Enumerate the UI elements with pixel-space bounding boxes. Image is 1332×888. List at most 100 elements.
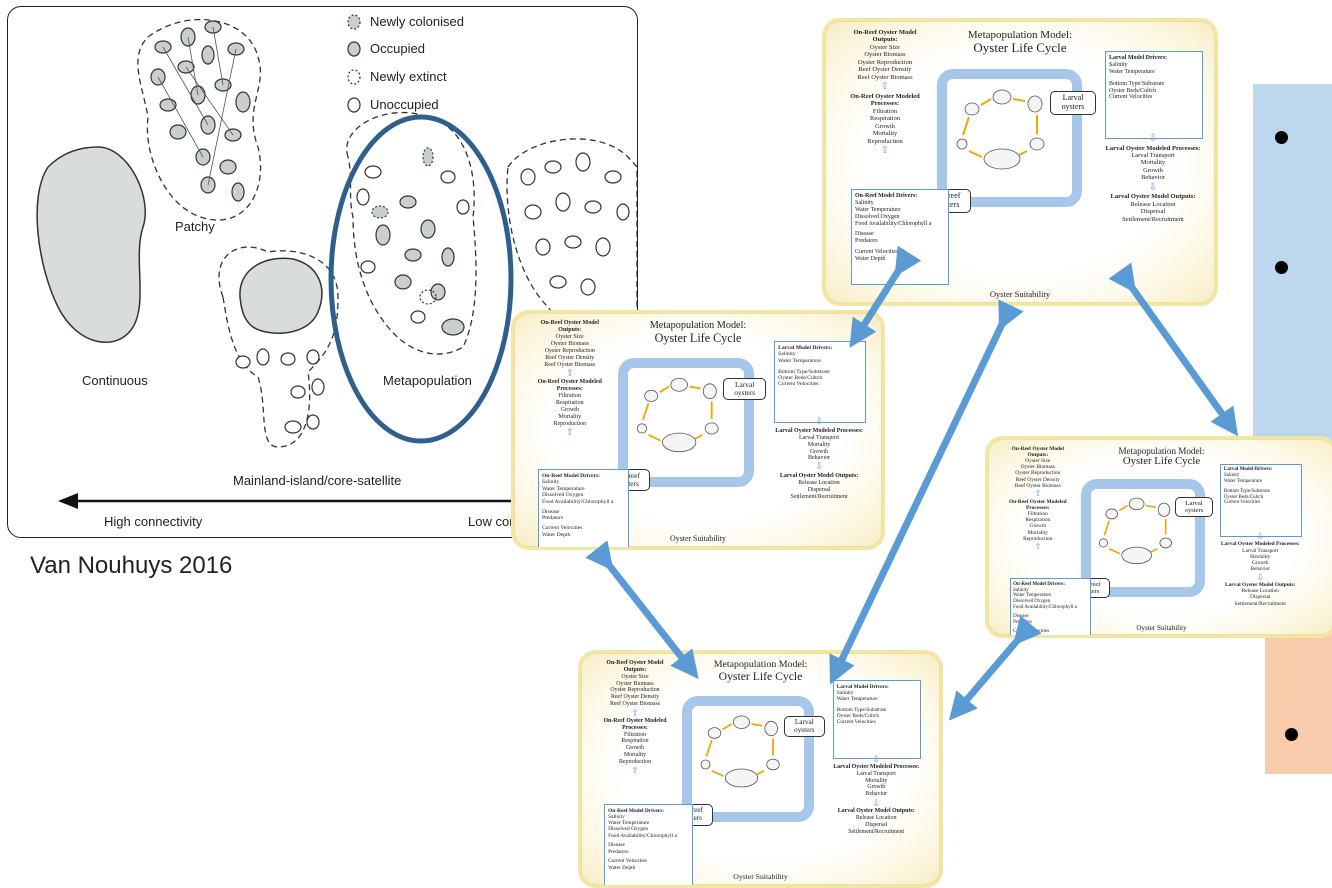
card-title: Metapopulation Model: Oyster Life Cycle <box>988 446 1332 468</box>
down-arrow-icon: ⇩ <box>815 462 823 473</box>
larval-output-item: Settlement/Recruitment <box>1122 215 1184 223</box>
larval-output-item: Dispersal <box>865 821 888 828</box>
metapopulation-empty <box>356 165 470 324</box>
up-arrow-icon: ⇧ <box>880 145 890 157</box>
larval-driver-item: Water Temperature <box>1109 68 1155 75</box>
larval-outputs-heading: Larval Oyster Model Outputs: <box>837 808 915 815</box>
larval-driver-item: Current Velocities <box>778 381 819 388</box>
life-cycle-ring <box>937 69 1082 207</box>
oyster-suitability-label: Oyster Suitability <box>1136 623 1187 632</box>
arrow-top-right <box>1108 262 1239 437</box>
larval-driver-item: Water Temperature <box>1223 478 1263 484</box>
larval-process-item: Behavior <box>865 791 887 798</box>
reef-output-item: Oyster Size <box>1025 458 1051 465</box>
larval-processes: ⇩ Larval Oyster Modeled Processes: Larva… <box>833 754 919 836</box>
reef-process-item: Filtration <box>558 393 581 400</box>
reef-output-item: Oyster Reproduction <box>857 58 913 66</box>
larval-driver-item: Water Temperature <box>778 357 821 364</box>
reef-process-item: Growth <box>560 406 579 413</box>
reef-driver-item: Dissolved Oxygen <box>1013 599 1051 605</box>
larval-process-item: Larval Transport <box>1131 151 1175 159</box>
larval-driver-item: Oyster Beds/Cultch <box>1109 87 1157 94</box>
arrow-right-bottom <box>948 615 1042 721</box>
citation: Van Nouhuys 2016 <box>30 552 233 579</box>
reef-driver-item: Predators <box>855 238 878 245</box>
reef-output-item: Oyster Reproduction <box>1015 470 1061 477</box>
larval-processes-heading: Larval Oyster Modeled Processes: <box>833 764 920 771</box>
larval-output-item: Release Location <box>1130 200 1176 208</box>
card-title-line2: Oyster Life Cycle <box>1122 454 1201 467</box>
larval-processes-heading: Larval Oyster Modeled Processes: <box>1105 144 1201 152</box>
metapopulation-extinct <box>419 289 437 305</box>
unoccupied-boundary <box>506 138 637 339</box>
larval-process-item: Behavior <box>1141 174 1165 182</box>
reef-output-item: Oyster Reproduction <box>610 687 660 694</box>
larval-process-item: Growth <box>1143 166 1163 174</box>
larval-processes: ⇩ Larval Oyster Modeled Processes: Larva… <box>1220 532 1300 607</box>
down-arrow-icon: ⇩ <box>872 753 880 764</box>
larval-process-item: Mortality <box>807 441 831 448</box>
card-title: Metapopulation Model: Oyster Life Cycle <box>581 659 940 684</box>
continuous-patch <box>36 146 146 343</box>
reef-driver-item: Disease <box>608 842 625 849</box>
larval-drivers-heading: Larval Model Drivers: <box>1223 467 1273 473</box>
bullet-dot <box>1285 728 1298 741</box>
larval-driver-item: Current Velocities <box>1109 94 1153 101</box>
reef-driver-item: Food Availability/Chlorophyll a <box>1013 604 1077 610</box>
life-cycle-drawing <box>1098 497 1172 564</box>
reef-driver-item: Salinity <box>855 199 874 206</box>
reef-process-item: Respiration <box>555 400 584 407</box>
larval-output-item: Release Location <box>1241 588 1279 595</box>
reef-output-item: Reef Oyster Density <box>545 354 595 361</box>
larval-driver-item: Salinity <box>778 351 796 358</box>
larval-output-item: Settlement/Recruitment <box>848 828 905 835</box>
reef-process-item: Respiration <box>870 115 900 123</box>
legend-occupied: Occupied <box>370 41 425 56</box>
card-title: Metapopulation Model: Oyster Life Cycle <box>825 29 1215 55</box>
card-title-line1: Metapopulation Model: <box>1118 445 1205 456</box>
reef-driver-item: Water Temperature <box>855 206 901 213</box>
reef-output-item: Reef Oyster Biomass <box>609 700 661 707</box>
larval-process-item: Growth <box>867 784 886 791</box>
reef-driver-item: Food Availability/Chlorophyll a <box>541 498 614 505</box>
reef-outputs: On-Reef Oyster Model Outputs: Oyster Siz… <box>845 29 925 157</box>
oyster-suitability-label: Oyster Suitability <box>989 289 1051 299</box>
larval-driver-item: Current Velocities <box>836 719 876 726</box>
legend-newly-extinct: Newly extinct <box>370 69 447 84</box>
larval-driver-item: Salinity <box>1223 473 1240 479</box>
up-arrow-icon: ⇧ <box>1034 542 1042 551</box>
larval-driver-item: Bottom Type/Substrate <box>836 706 887 713</box>
up-arrow-icon: ⇧ <box>631 707 639 718</box>
reef-process-item: Growth <box>875 122 895 130</box>
reef-driver-item: Predators <box>541 515 564 522</box>
patchy-patches <box>150 20 251 202</box>
label-high-connectivity: High connectivity <box>104 514 203 529</box>
reef-output-item: Oyster Size <box>869 43 901 51</box>
larval-driver-item: Bottom Type/Substrate <box>778 368 830 375</box>
down-arrow-icon: ⇩ <box>1256 572 1264 582</box>
reef-driver-item: Food Availability/Chlorophyll a <box>608 832 677 839</box>
reef-drivers-heading: On-Reef Model Drivers: <box>855 193 918 199</box>
label-continuous: Continuous <box>82 373 148 388</box>
larval-oysters-label: Larval oysters <box>723 378 767 401</box>
reef-drivers-heading: On-Reef Model Drivers: <box>1013 581 1065 587</box>
larval-process-item: Mortality <box>865 777 888 784</box>
reef-driver-item: Current Velocities <box>608 858 648 865</box>
reef-output-item: Oyster Biomass <box>616 680 654 687</box>
reef-output-item: Reef Oyster Density <box>1015 476 1060 483</box>
card-title-line2: Oyster Life Cycle <box>718 670 803 684</box>
reef-output-item: Oyster Biomass <box>864 51 906 59</box>
reef-output-item: Oyster Biomass <box>550 341 589 348</box>
larval-output-item: Dispersal <box>1250 594 1271 601</box>
larval-driver-item: Oyster Beds/Cultch <box>1223 494 1264 500</box>
label-metapopulation: Metapopulation <box>383 373 472 388</box>
oyster-suitability-label: Oyster Suitability <box>733 872 788 882</box>
metapopulation-colonised <box>371 147 434 219</box>
card-title: Metapopulation Model: Oyster Life Cycle <box>514 320 882 345</box>
larval-driver-item: Oyster Beds/Cultch <box>836 713 880 719</box>
up-arrow-icon: ⇧ <box>1034 489 1042 499</box>
label-low-connectivity: Low con <box>468 514 517 529</box>
larval-drivers-heading: Larval Model Drivers: <box>836 683 889 690</box>
